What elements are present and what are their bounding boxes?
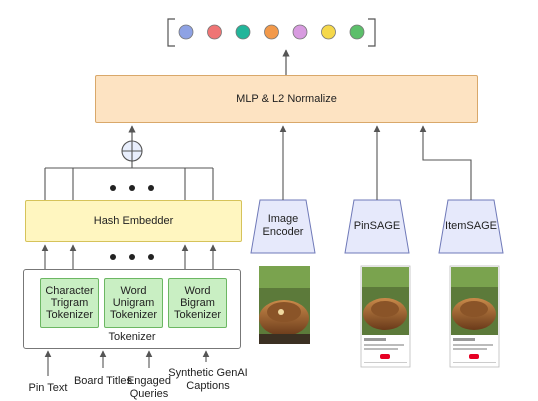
- output-embedding-dot: [264, 24, 279, 40]
- output-embedding-dot: [321, 24, 336, 40]
- image-encoder-label: Image Encoder: [262, 213, 304, 238]
- tokenizer-label: Character Trigram Tokenizer: [45, 285, 94, 321]
- output-embedding-dot: [178, 24, 194, 40]
- itemsage-label: ItemSAGE: [445, 220, 497, 232]
- pin-image-photo: [259, 266, 310, 344]
- input-board-titles: Board Titles: [73, 375, 133, 387]
- mlp-label: MLP & L2 Normalize: [236, 93, 337, 105]
- output-embedding-dot: [292, 24, 308, 40]
- word-unigram-tokenizer: Word Unigram Tokenizer: [104, 278, 163, 328]
- input-pin-text: Pin Text: [28, 382, 68, 394]
- tokenizer-to-hash-arrows: [41, 244, 217, 269]
- input-engaged-queries: Engaged Queries: [126, 375, 172, 400]
- image-encoder: [250, 199, 316, 254]
- output-embedding-dots: [178, 24, 365, 40]
- input-arrows: [44, 350, 210, 376]
- tokenizer-label: Word Unigram Tokenizer: [109, 285, 158, 321]
- input-synthetic-captions: Synthetic GenAI Captions: [168, 367, 248, 392]
- word-bigram-tokenizer: Word Bigram Tokenizer: [168, 278, 227, 328]
- output-embedding-bracket: [167, 18, 376, 47]
- hash-output-ellipsis: [110, 185, 154, 191]
- mlp-normalize-block: MLP & L2 Normalize: [95, 75, 478, 123]
- tokenizer-title: Tokenizer: [108, 331, 156, 343]
- pinsage-encoder: [344, 199, 410, 254]
- hash-embedder-block: Hash Embedder: [25, 200, 242, 242]
- encoder-to-mlp-arrows: [279, 125, 472, 200]
- tokenizer-label: Word Bigram Tokenizer: [173, 285, 222, 321]
- itemsage-encoder: [438, 199, 504, 254]
- output-embedding-dot: [349, 24, 365, 40]
- output-embedding-dot: [235, 24, 251, 40]
- output-embedding-dot: [207, 24, 222, 40]
- pin-screenshot-pinsage: [360, 265, 411, 368]
- hash-embedder-label: Hash Embedder: [93, 215, 174, 227]
- pin-screenshot-itemsage: [449, 265, 500, 368]
- character-trigram-tokenizer: Character Trigram Tokenizer: [40, 278, 99, 328]
- pinsage-label: PinSAGE: [353, 220, 401, 232]
